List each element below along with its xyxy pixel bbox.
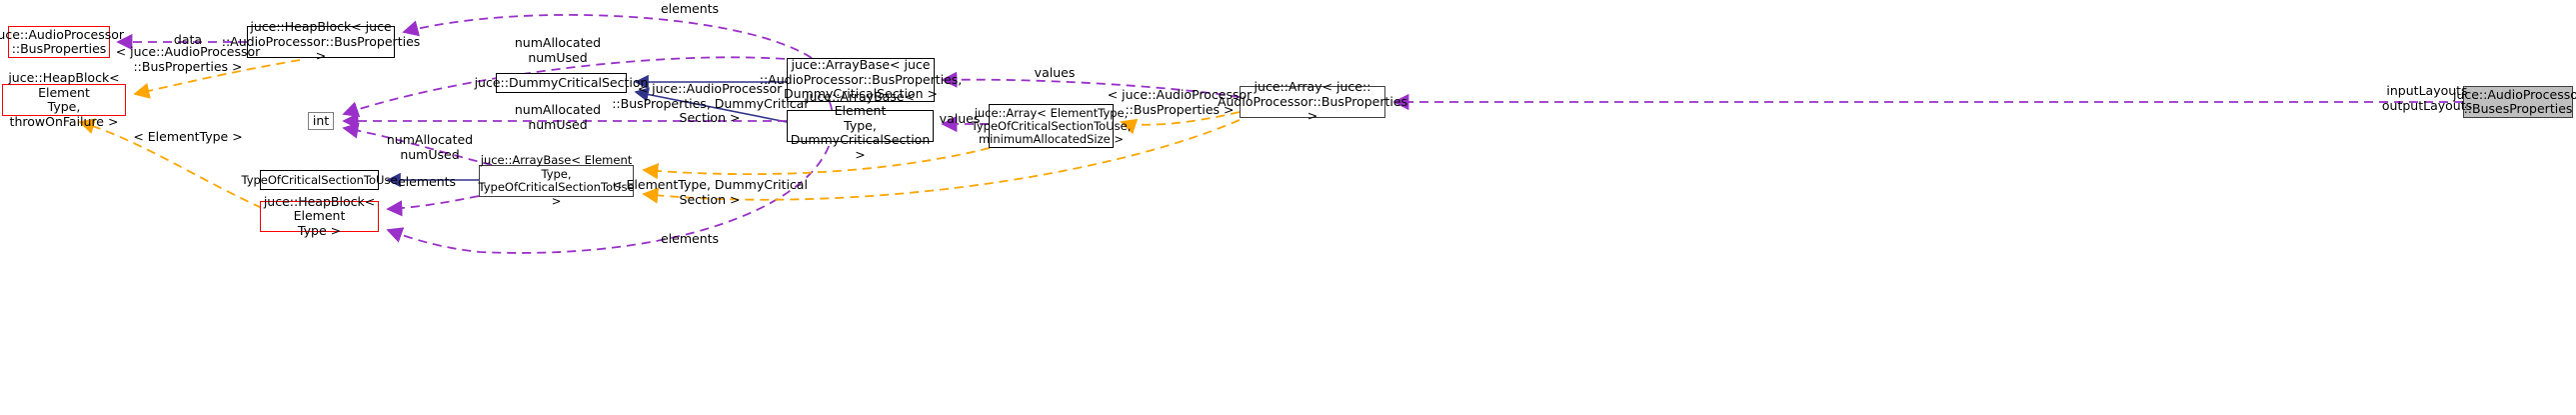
node-heapblock-elementtype[interactable]: juce::HeapBlock< Element Type > bbox=[260, 194, 379, 238]
node-int[interactable]: int bbox=[308, 112, 334, 130]
edge-label-template-busproperties-left: < juce::AudioProcessor ::BusProperties > bbox=[115, 44, 261, 74]
node-heapblock-busproperties[interactable]: juce::HeapBlock< juce ::AudioProcessor::… bbox=[221, 19, 421, 64]
edge-numallocated-top bbox=[342, 56, 801, 118]
node-dummycriticalsection[interactable]: juce::DummyCriticalSection bbox=[475, 73, 648, 93]
edge-label-template-elementtype: < ElementType > bbox=[133, 129, 243, 144]
node-arraybase-busproperties-dummycriticalsection[interactable]: juce::ArrayBase< juce ::AudioProcessor::… bbox=[759, 57, 963, 102]
node-array-busproperties[interactable]: juce::Array< juce:: AudioProcessor::BusP… bbox=[1217, 79, 1408, 124]
node-arraybase-elementtype-typeofcriticalsectiontouse[interactable]: juce::ArrayBase< Element Type, TypeOfCri… bbox=[478, 153, 635, 208]
node-audioprocessor-busesproperties[interactable]: juce::AudioProcessor ::BusesProperties bbox=[2452, 86, 2576, 118]
edge-label-inputoutput-layouts: inputLayouts outputLayouts bbox=[2381, 83, 2473, 113]
edge-label-values-upper: values bbox=[1034, 65, 1076, 80]
node-array-elementtype[interactable]: juce::Array< ElementType, TypeOfCritical… bbox=[972, 104, 1131, 148]
edge-label-elements-mid: elements bbox=[397, 174, 457, 189]
node-heapblock-elementtype-throwonfailure[interactable]: juce::HeapBlock< Element Type, throwOnFa… bbox=[2, 70, 126, 128]
edge-values-upper bbox=[941, 71, 1241, 98]
edge-label-template-elementtype-dummy: < ElementType, DummyCritical Section > bbox=[612, 177, 808, 207]
edge-label-numallocated-mid: numAllocated numUsed bbox=[514, 102, 602, 132]
edge-template-busproperties-left bbox=[133, 59, 301, 99]
edge-label-elements-top: elements bbox=[660, 1, 720, 16]
edge-label-numallocated-top: numAllocated numUsed bbox=[514, 35, 602, 65]
edge-template-busprops-right bbox=[1120, 111, 1241, 135]
edge-label-data: data bbox=[173, 32, 203, 47]
edge-elements-mid bbox=[386, 195, 480, 217]
edge-template-arraybase-a bbox=[642, 147, 991, 180]
edge-label-numallocated-low: numAllocated numUsed bbox=[386, 132, 474, 162]
node-audioprocessor-busproperties[interactable]: juce::AudioProcessor ::BusProperties bbox=[0, 26, 125, 58]
node-arraybase-elementtype-dummycriticalsection[interactable]: juce::ArrayBase< Element Type, DummyCrit… bbox=[787, 89, 934, 162]
edge-numallocated-low bbox=[342, 122, 493, 166]
edge-inherit-elementtype-dummy bbox=[634, 87, 788, 123]
edge-template-arraybase-b bbox=[642, 119, 1241, 204]
edge-label-values-lower: values bbox=[939, 111, 981, 126]
edge-label-template-busprops-dummy: < juce::AudioProcessor ::BusProperties, … bbox=[612, 81, 808, 125]
edge-label-elements-bottom: elements bbox=[660, 231, 720, 246]
edge-label-template-busprops-right: < juce::AudioProcessor ::BusProperties > bbox=[1107, 87, 1253, 117]
edge-elements-top bbox=[402, 14, 813, 59]
node-typeofcriticalsectiontouse[interactable]: TypeOfCriticalSectionToUse bbox=[241, 170, 398, 190]
